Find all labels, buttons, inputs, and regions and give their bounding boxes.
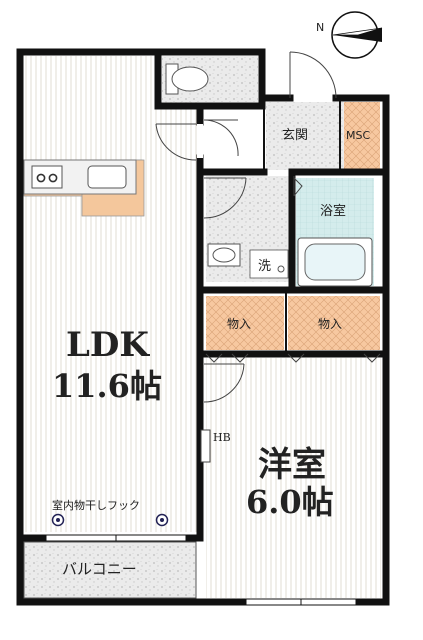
hook-label: 室内物干しフック [52, 499, 140, 512]
msc-label: MSC [346, 129, 371, 142]
washer-drain-icon [277, 265, 285, 273]
hook-icon [155, 513, 169, 527]
storage-2-area [288, 296, 380, 350]
western-room-floor [206, 358, 381, 598]
storage-1-area [206, 296, 284, 350]
entrance-floor [266, 102, 344, 170]
western-room-name: 洋室 [258, 445, 326, 485]
toilet [165, 63, 209, 95]
balcony-label: バルコニー [62, 560, 137, 578]
ldk-door-opening [197, 124, 203, 158]
entrance-label: 玄関 [282, 128, 309, 143]
hook-icon [51, 513, 65, 527]
washer-space [249, 249, 289, 279]
bathtub [297, 237, 373, 287]
storage-2-label: 物入 [318, 317, 343, 331]
wash-basin [207, 243, 241, 267]
ldk-floor [24, 56, 198, 532]
western-room-size: 6.0帖 [246, 483, 334, 521]
doors [155, 51, 381, 403]
storage-1-label: 物入 [227, 317, 252, 331]
compass-north-letter: N [316, 21, 325, 34]
ldk-size: 11.6帖 [52, 367, 162, 405]
balcony-outline [23, 541, 197, 599]
walls [16, 48, 390, 606]
ldk-name: LDK [66, 325, 149, 365]
washer-label: 洗 [258, 259, 272, 274]
compass [331, 11, 383, 59]
msc-area [344, 102, 380, 170]
kitchen-counter [23, 159, 145, 217]
balcony-floor [24, 542, 196, 598]
hb-label: HB [213, 431, 231, 444]
windows [45, 534, 357, 606]
bath-label: 浴室 [320, 204, 347, 219]
thin-walls [263, 100, 341, 352]
hb-box [200, 429, 211, 463]
